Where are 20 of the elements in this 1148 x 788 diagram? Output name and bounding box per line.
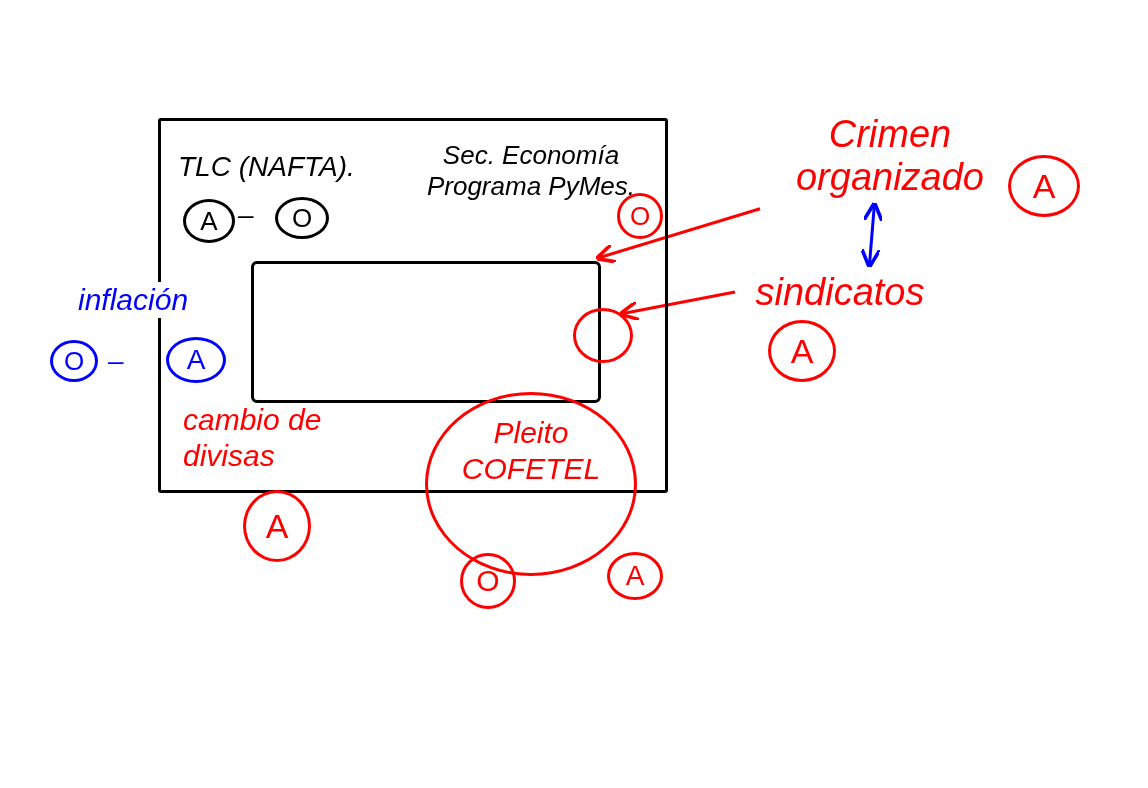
annotation-text: TLC (NAFTA). (178, 150, 356, 184)
circled-letter: A (183, 199, 235, 243)
inner-box (251, 261, 601, 403)
circled-letter: O (275, 197, 329, 239)
arrow (594, 207, 761, 264)
dash: – (108, 344, 125, 378)
circled-letter: A (768, 320, 836, 382)
callout-circle (573, 308, 633, 363)
annotation-text: cambio de divisas (183, 402, 323, 474)
arrow (859, 200, 884, 270)
dash: – (238, 198, 255, 232)
arrow (618, 290, 736, 322)
circled-letter: A (1008, 155, 1080, 217)
circled-letter: A (166, 337, 226, 383)
annotation-text: inflación (78, 282, 189, 318)
circled-letter: A (243, 490, 311, 562)
circled-letter: O (50, 340, 98, 382)
circled-letter: A (607, 552, 663, 600)
circled-letter: O (460, 553, 516, 609)
annotation-text: sindicatos (735, 268, 945, 316)
